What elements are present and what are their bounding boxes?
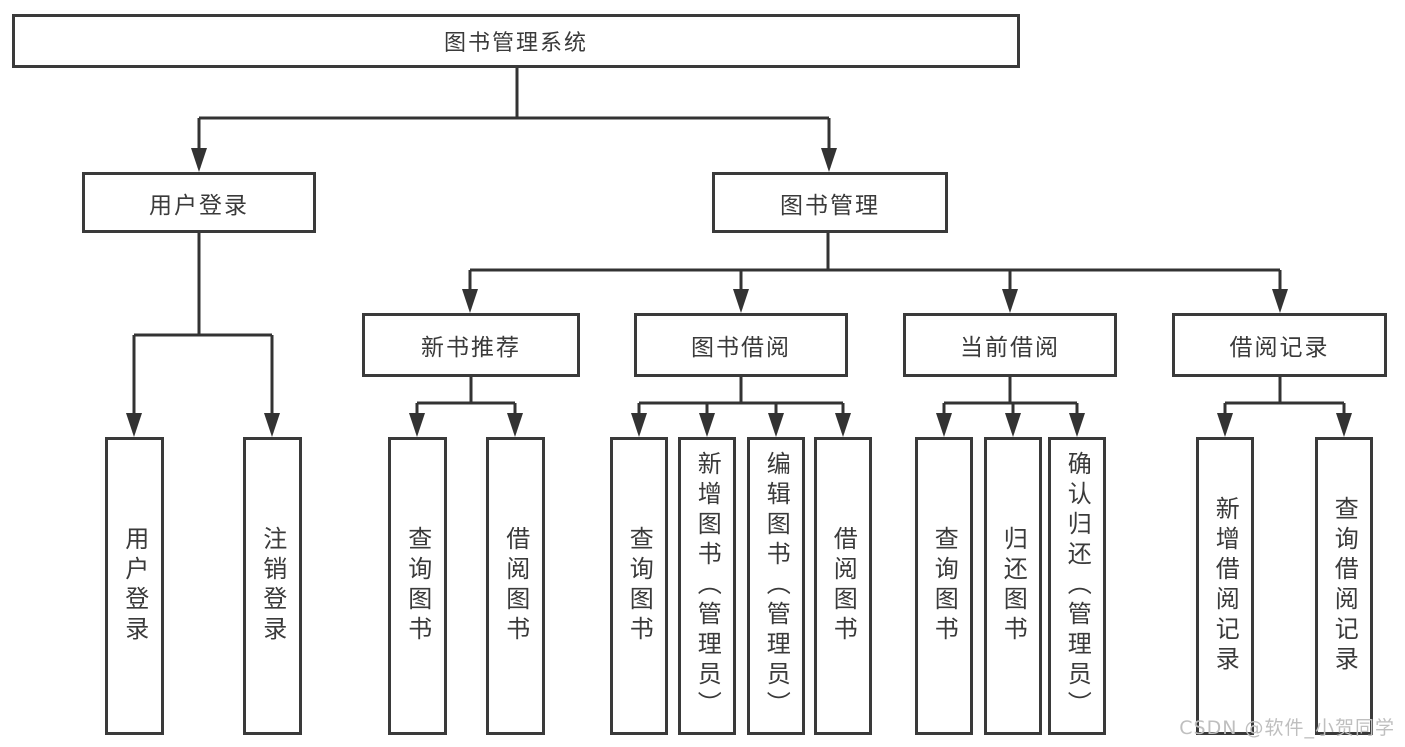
node-return-book: 归还图书 bbox=[984, 437, 1042, 735]
csdn-watermark: CSDN @软件_小贺同学 bbox=[1179, 717, 1395, 739]
node-query-books-newbook: 查询图书 bbox=[388, 437, 447, 735]
node-current-borrowing: 当前借阅 bbox=[903, 313, 1117, 377]
node-add-borrow-record: 新增借阅记录 bbox=[1196, 437, 1254, 735]
node-query-books-current: 查询图书 bbox=[915, 437, 973, 735]
node-logout-login: 注销登录 bbox=[243, 437, 302, 735]
node-new-book-recommendation: 新书推荐 bbox=[362, 313, 580, 377]
node-confirm-return-admin: 确认归还（管理员） bbox=[1048, 437, 1106, 735]
node-user-login: 用户登录 bbox=[105, 437, 164, 735]
node-borrow-books-newbook: 借阅图书 bbox=[486, 437, 545, 735]
node-add-book-admin: 新增图书（管理员） bbox=[678, 437, 736, 735]
node-user-login-branch: 用户登录 bbox=[82, 172, 316, 233]
node-query-books-borrow: 查询图书 bbox=[610, 437, 668, 735]
node-query-borrow-record: 查询借阅记录 bbox=[1315, 437, 1373, 735]
node-edit-book-admin: 编辑图书（管理员） bbox=[747, 437, 805, 735]
node-library-management-system: 图书管理系统 bbox=[12, 14, 1020, 68]
node-borrowing-records: 借阅记录 bbox=[1172, 313, 1387, 377]
node-borrow-books-borrow: 借阅图书 bbox=[814, 437, 872, 735]
node-book-management-branch: 图书管理 bbox=[712, 172, 948, 233]
node-book-borrowing: 图书借阅 bbox=[634, 313, 848, 377]
